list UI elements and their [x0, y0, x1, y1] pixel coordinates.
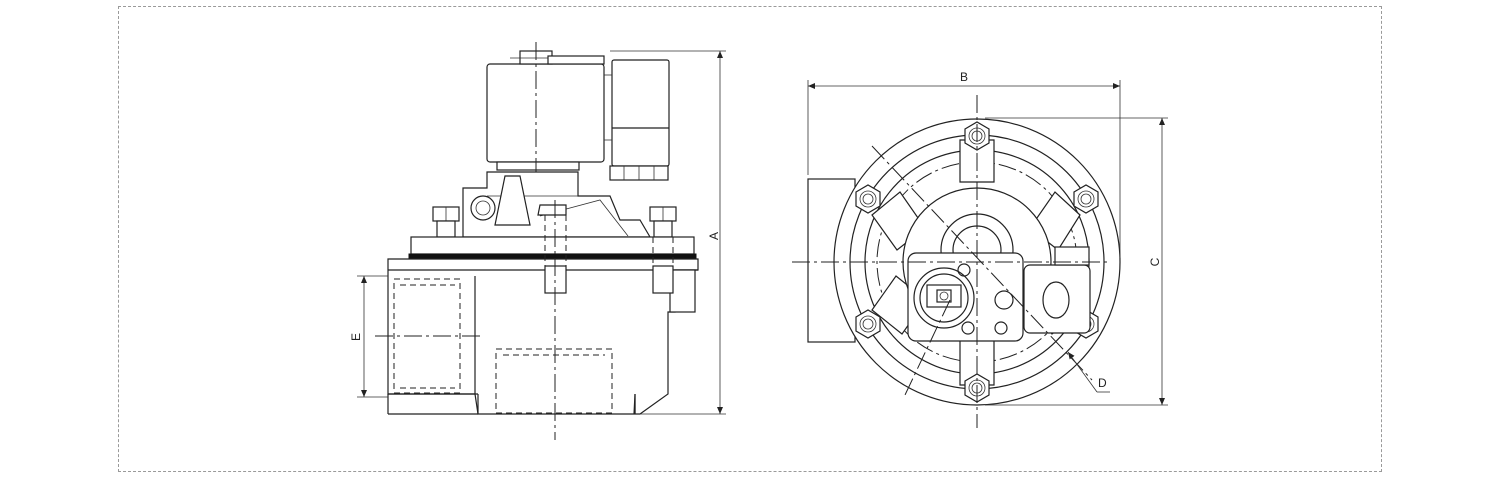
top-bolt-left	[432, 206, 460, 238]
side-view: A E	[349, 42, 726, 440]
solenoid-coil	[486, 50, 605, 163]
diagonal-centerline	[871, 145, 1093, 381]
dimension-a: A	[610, 50, 726, 415]
cover-plate	[410, 236, 695, 255]
valve-body	[387, 258, 699, 415]
inlet-port	[393, 278, 461, 394]
dimension-a-label: A	[707, 232, 721, 240]
top-bolt-right	[649, 206, 677, 238]
dimension-d-label: D	[1098, 376, 1107, 390]
dimension-b-label: B	[960, 70, 968, 84]
dimension-d: D	[1067, 351, 1110, 393]
dimension-c: C	[985, 117, 1168, 406]
pilot-body	[462, 171, 652, 238]
dimension-e-label: E	[349, 333, 363, 341]
coil-base	[496, 161, 580, 171]
dimension-e: E	[349, 275, 388, 398]
dimension-c-label: C	[1148, 257, 1162, 266]
pilot-housing	[907, 252, 1024, 342]
outlet-port	[495, 348, 613, 414]
front-view: B C D	[792, 70, 1168, 428]
drawing-frame	[118, 6, 1382, 472]
connector-block	[1023, 246, 1091, 334]
side-stud	[652, 265, 674, 294]
electrical-connector	[604, 59, 670, 181]
dimension-b: B	[807, 70, 1121, 258]
